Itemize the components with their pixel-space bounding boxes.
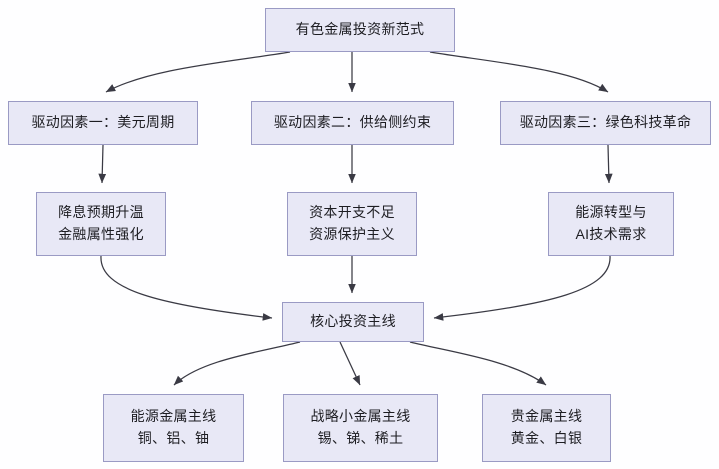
node-effect-2[interactable]: 资本开支不足资源保护主义: [287, 192, 417, 256]
node-text-line: 能源转型与: [575, 204, 647, 221]
node-text-line: 金融属性强化: [58, 226, 144, 242]
node-outcome-2[interactable]: 战略小金属主线锡、锑、稀土: [283, 394, 438, 462]
edge-driver1-to-effect1: [98, 144, 107, 184]
node-effect-1[interactable]: 降息预期升温金融属性强化: [36, 192, 166, 256]
node-text-line: 战略小金属主线: [310, 408, 411, 425]
node-core[interactable]: 核心投资主线: [282, 302, 424, 342]
node-effect-3[interactable]: 能源转型与 AI技术需求: [548, 192, 674, 256]
node-text-line: 驱动因素三：绿色科技革命: [519, 114, 692, 131]
node-text-line: 有色金属投资新范式: [295, 21, 425, 38]
node-text-line: 锡、锑、稀土: [317, 430, 404, 446]
edge-driver3-to-effect3: [604, 144, 613, 184]
node-text-line: 降息预期升温: [58, 204, 144, 221]
node-outcome-1[interactable]: 能源金属主线铜、铝、铀: [103, 394, 244, 462]
node-driver-3[interactable]: 驱动因素三：绿色科技革命: [500, 101, 711, 145]
node-text-line: 资源保护主义: [309, 226, 395, 242]
node-text-line: 核心投资主线: [310, 313, 396, 330]
edge-core-to-outcome2: [339, 341, 361, 386]
node-text-line: 驱动因素一：美元周期: [31, 114, 175, 131]
node-text-line: 能源金属主线: [130, 408, 217, 425]
node-text-line: AI技术需求: [575, 226, 647, 242]
edge-effect3-to-core: [433, 255, 611, 321]
node-text-line: 资本开支不足: [309, 204, 395, 221]
node-root[interactable]: 有色金属投资新范式: [265, 8, 455, 52]
node-text-line: 驱动因素二：供给侧约束: [273, 114, 432, 131]
node-driver-2[interactable]: 驱动因素二：供给侧约束: [251, 101, 454, 145]
node-text-line: 贵金属主线: [510, 408, 583, 425]
node-driver-1[interactable]: 驱动因素一：美元周期: [8, 101, 198, 145]
edge-root-to-driver1: [105, 51, 291, 93]
edge-effect1-to-core: [100, 255, 273, 321]
node-text-line: 黄金、白银: [510, 430, 583, 446]
edge-core-to-outcome3: [409, 341, 547, 386]
edge-core-to-outcome1: [173, 341, 301, 386]
node-outcome-3[interactable]: 贵金属主线黄金、白银: [482, 394, 611, 462]
edge-root-to-driver3: [429, 51, 609, 93]
node-text-line: 铜、铝、铀: [137, 430, 210, 446]
